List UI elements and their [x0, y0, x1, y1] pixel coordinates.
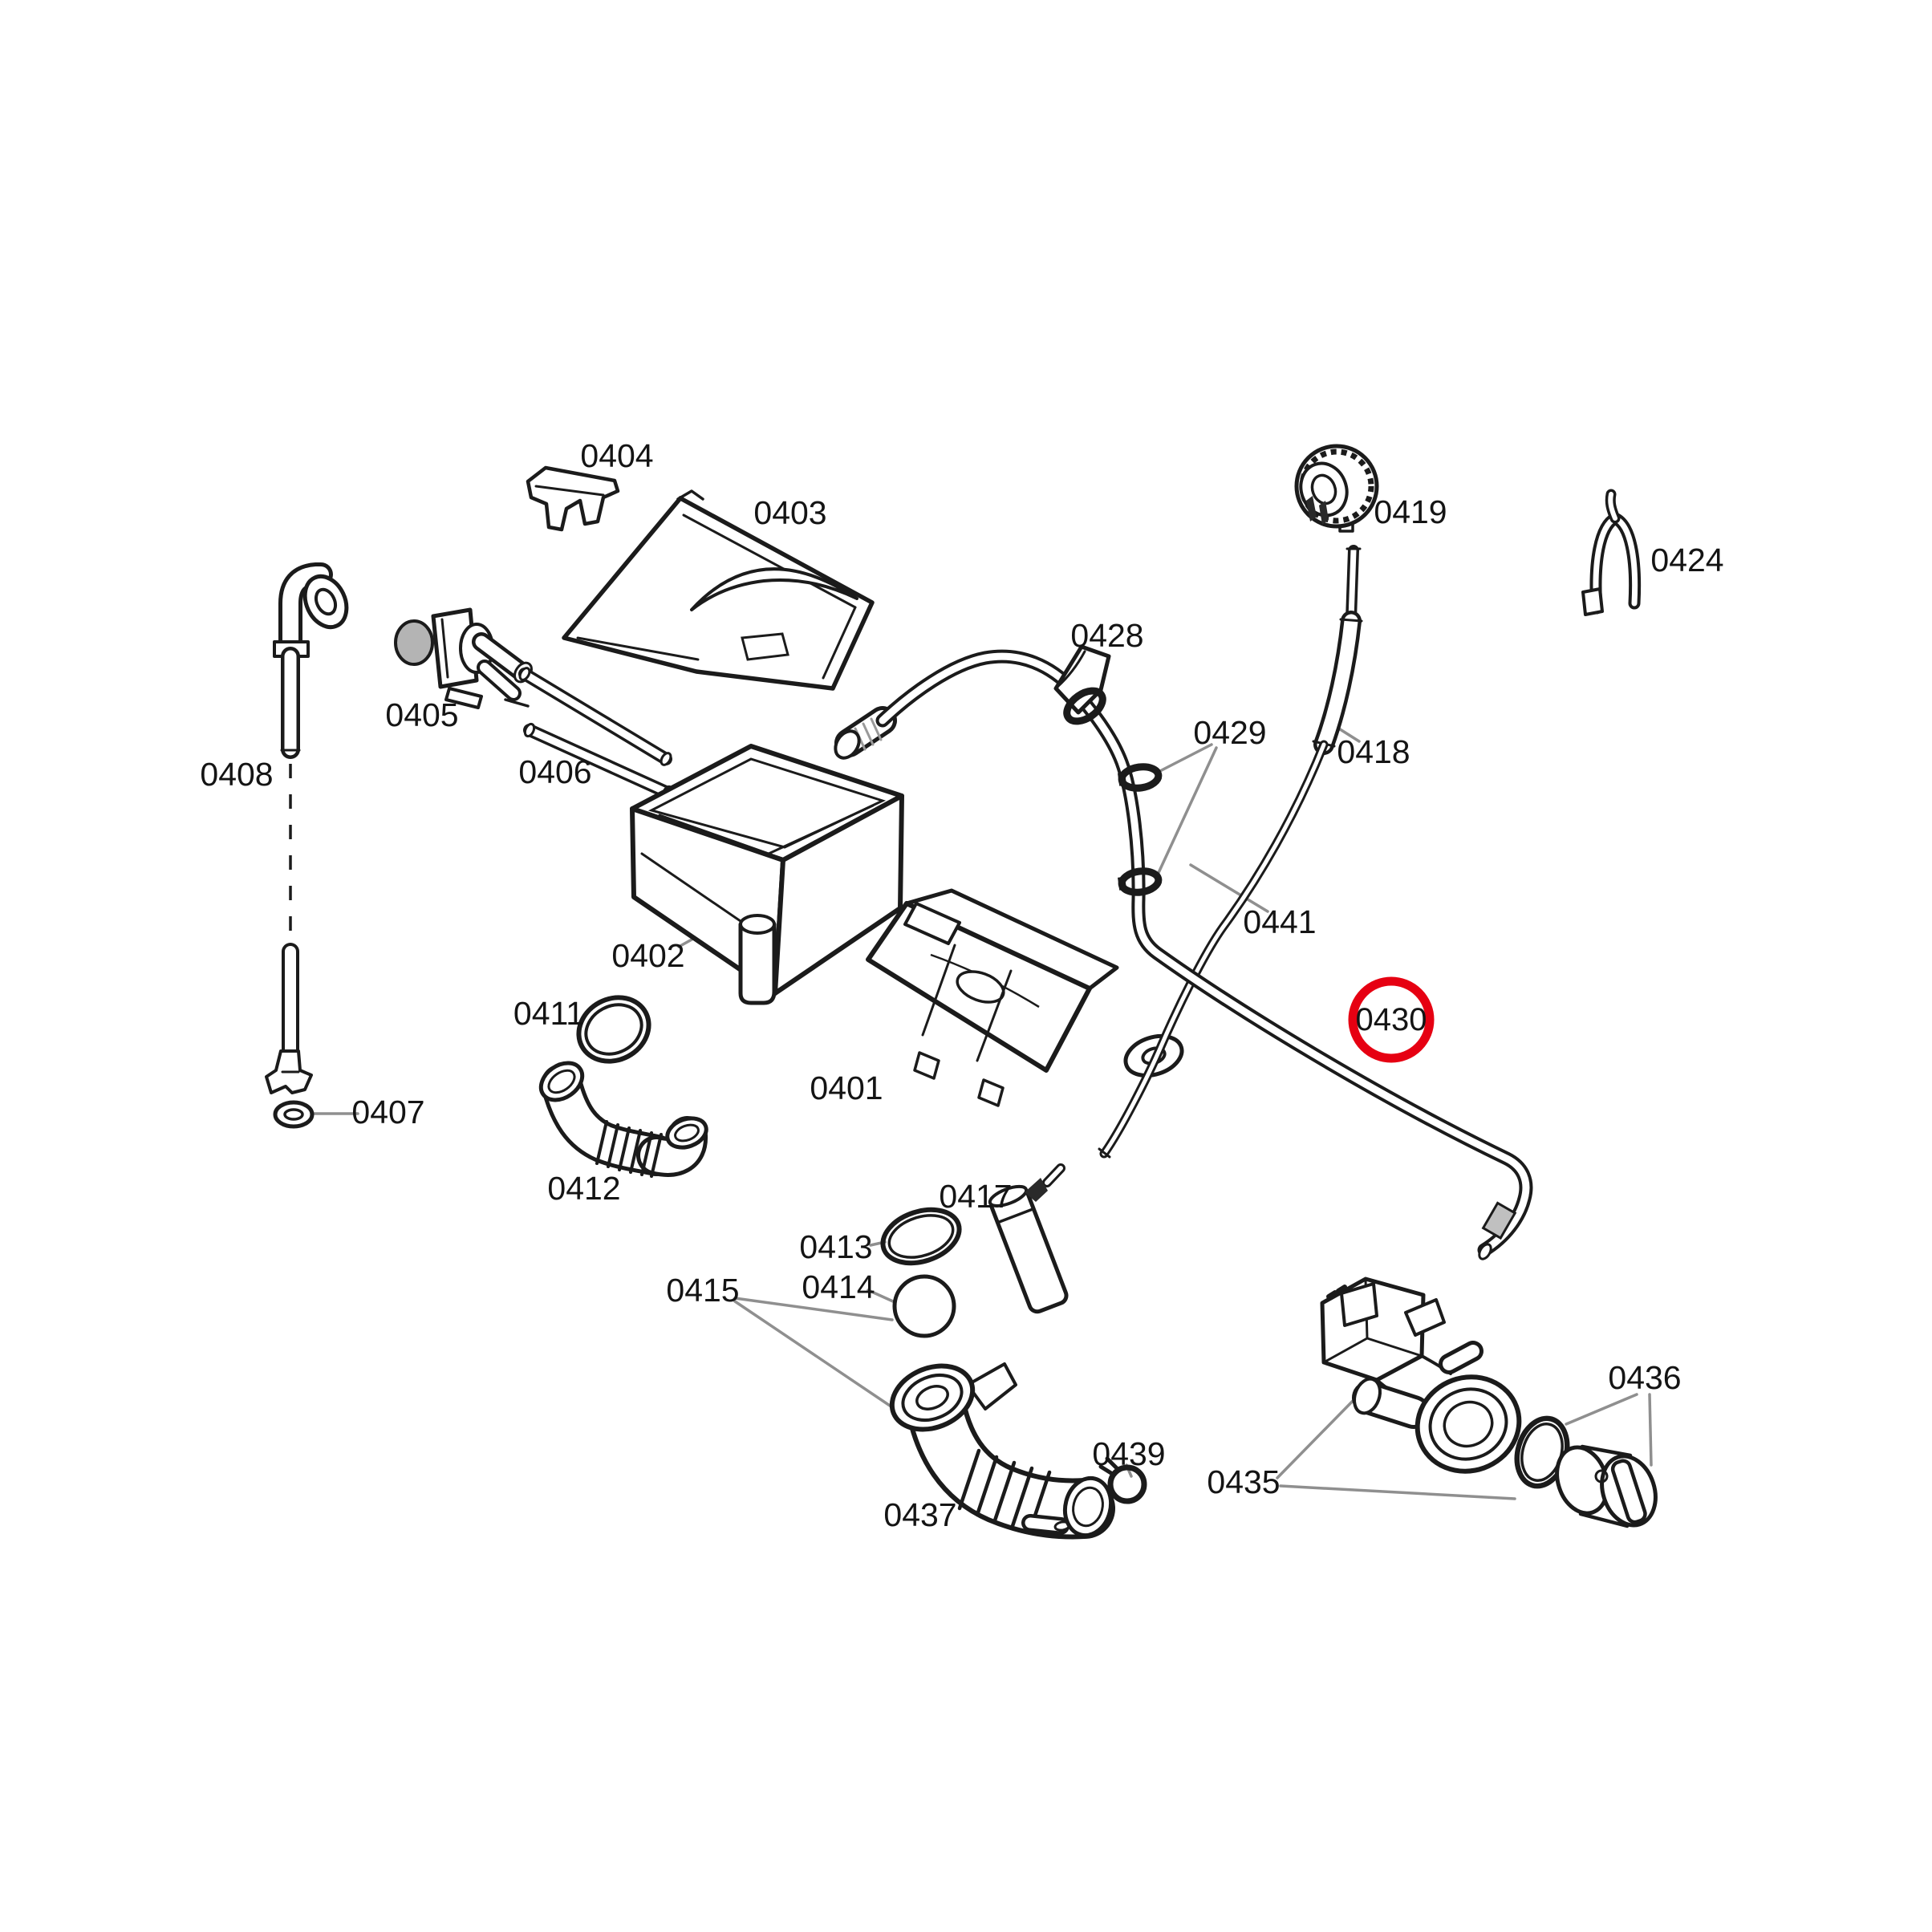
part-0419-pressure-switch: [1294, 444, 1379, 533]
part-0406-connection-pipes: [518, 667, 674, 801]
part-label-0415: 0415: [666, 1272, 739, 1309]
part-label-0408: 0408: [200, 756, 273, 793]
part-label-0430-highlighted: 0430: [1356, 1002, 1427, 1037]
part-label-0436: 0436: [1608, 1359, 1681, 1396]
part-0404-mounting-bracket: [526, 465, 620, 532]
part-0413-seal-ring: [880, 1207, 962, 1266]
part-label-0429: 0429: [1193, 714, 1266, 751]
part-label-0401: 0401: [810, 1070, 883, 1106]
part-0439-hose-clamp: [1098, 1456, 1147, 1504]
part-label-0414: 0414: [802, 1268, 875, 1305]
part-0412-connection-hose: [538, 1061, 708, 1178]
part-0429-clamps: [1118, 763, 1163, 896]
part-0417-pressure-chamber: [988, 1163, 1069, 1314]
part-label-0439: 0439: [1092, 1435, 1165, 1472]
part-0403-dispenser-cover: [562, 489, 875, 691]
chamber-clip: [1025, 1178, 1048, 1202]
hose-end-sleeve: [1481, 1201, 1517, 1240]
part-label-0402: 0402: [611, 937, 684, 974]
part-label-0412: 0412: [547, 1170, 620, 1207]
part-label-0418: 0418: [1337, 733, 1410, 770]
part-label-0428: 0428: [1070, 617, 1143, 654]
part-0441-pressure-hose: [1098, 545, 1363, 1159]
part-label-0419: 0419: [1374, 493, 1447, 530]
part-0402-dispenser-housing: [630, 744, 904, 1005]
part-label-0417: 0417: [939, 1178, 1012, 1215]
part-0424-holder: [1581, 489, 1642, 616]
part-label-0406: 0406: [518, 753, 591, 790]
part-0435-drain-pump: [1320, 1276, 1522, 1474]
part-label-0413: 0413: [799, 1228, 872, 1265]
part-0437-sump-hose: [889, 1362, 1115, 1540]
part-label-0405: 0405: [385, 696, 458, 733]
part-0408-inlet-hose: [265, 562, 349, 1094]
part-label-0441: 0441: [1243, 903, 1316, 940]
part-0411-seal-ring: [576, 995, 651, 1064]
part-0428-supply-hose-bracket: [1053, 644, 1111, 725]
highlight-circle-0430: [1348, 976, 1435, 1063]
part-label-0437: 0437: [883, 1496, 956, 1533]
part-label-0407: 0407: [351, 1094, 424, 1130]
part-label-0404: 0404: [580, 437, 653, 474]
part-label-0424: 0424: [1650, 542, 1723, 578]
part-0436-pump-filter: [1514, 1415, 1658, 1528]
part-label-0411: 0411: [513, 995, 584, 1032]
part-label-0435: 0435: [1207, 1463, 1280, 1500]
part-0407-seal-washer: [273, 1100, 315, 1129]
part-0414-ball: [892, 1274, 956, 1338]
part-label-0403: 0403: [753, 494, 826, 531]
part-0401-detergent-drawer: [866, 888, 1119, 1107]
part-0430-drain-hose: [834, 644, 1533, 1260]
leader-lines: [313, 720, 1653, 1500]
